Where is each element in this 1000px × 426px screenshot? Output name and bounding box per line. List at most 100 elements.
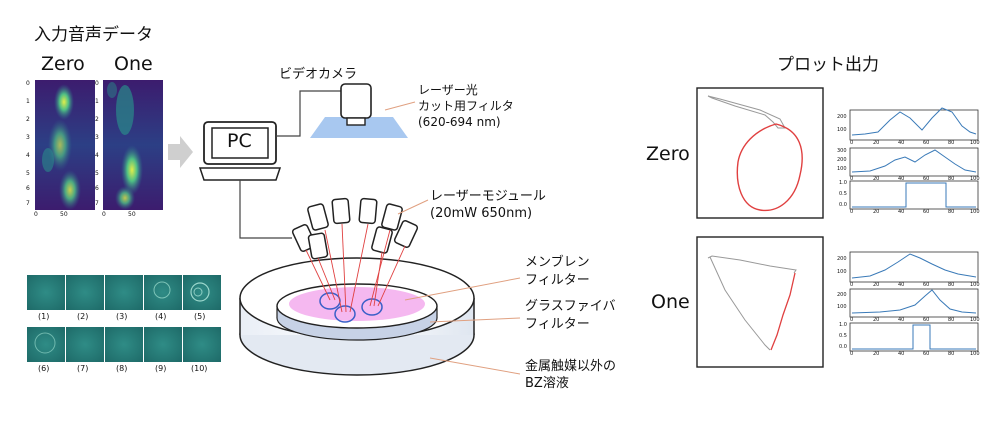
ytick: 200 [837, 157, 847, 163]
laser-beams [305, 223, 406, 313]
xtick: 100 [970, 140, 980, 146]
input-zero-label: Zero [41, 53, 85, 75]
xtick: 40 [898, 176, 905, 182]
input-title: 入力音声データ [34, 25, 153, 45]
xtick: 0 [850, 351, 854, 357]
ytick: 200 [837, 256, 847, 262]
pc-label: PC [227, 130, 252, 152]
well-label: (1) [38, 312, 50, 321]
glass-label-line1: グラスファイバ [525, 299, 616, 314]
xtick: 80 [948, 209, 955, 215]
xtick: 0 [850, 140, 854, 146]
glass-leader-line [429, 317, 521, 323]
one-chart-1 [849, 251, 979, 283]
xtick: 100 [970, 209, 980, 215]
ytick: 100 [837, 304, 847, 310]
xtick: 80 [948, 140, 955, 146]
xtick: 0 [850, 176, 854, 182]
pc-camera-cable [276, 90, 342, 137]
ytick: 5 [26, 170, 30, 177]
xtick: 40 [898, 282, 905, 288]
xtick: 100 [970, 282, 980, 288]
filter-leader-line [384, 101, 416, 111]
ytick: 1.0 [839, 180, 847, 186]
xtick: 60 [923, 282, 930, 288]
laser-modules [291, 197, 419, 260]
xtick: 80 [948, 317, 955, 323]
video-camera-icon [310, 83, 408, 138]
well-images-bottom [27, 327, 221, 362]
xtick: 20 [873, 282, 880, 288]
well-label: (7) [77, 364, 89, 373]
xtick: 50 [128, 211, 136, 218]
xtick: 20 [873, 176, 880, 182]
ytick: 0.5 [839, 333, 847, 339]
well-label: (5) [194, 312, 206, 321]
input-one-label: One [114, 53, 153, 75]
well-label: (3) [116, 312, 128, 321]
xtick: 0 [102, 211, 106, 218]
xtick: 80 [948, 176, 955, 182]
camera-label: ビデオカメラ [279, 67, 358, 82]
xtick: 60 [923, 176, 930, 182]
ytick: 7 [95, 200, 99, 207]
laser-label-line1: レーザーモジュール [430, 189, 546, 204]
ytick: 100 [837, 166, 847, 172]
ytick: 5 [95, 170, 99, 177]
well-label: (10) [191, 364, 208, 373]
one-chart-3 [849, 322, 979, 352]
laser-label-line2: (20mW 650nm) [430, 206, 533, 221]
xtick: 20 [873, 317, 880, 323]
xtick: 80 [948, 282, 955, 288]
xtick: 20 [873, 351, 880, 357]
bz-label-line2: BZ溶液 [525, 376, 569, 391]
pc-icon [198, 121, 282, 181]
ytick: 2 [95, 116, 99, 123]
one-chart-2 [849, 288, 979, 318]
ytick: 300 [837, 148, 847, 154]
xtick: 60 [923, 140, 930, 146]
ytick: 6 [26, 185, 30, 192]
xtick: 0 [850, 282, 854, 288]
membrane-label-line1: メンブレン [525, 255, 590, 270]
output-title: プロット出力 [777, 55, 879, 75]
xtick: 20 [873, 140, 880, 146]
ytick: 7 [26, 200, 30, 207]
glass-label-line2: フィルター [525, 317, 590, 332]
output-zero-label: Zero [646, 143, 690, 165]
ytick: 0.0 [839, 344, 847, 350]
ytick: 0 [26, 80, 30, 87]
ytick: 0 [95, 80, 99, 87]
ytick: 4 [95, 152, 99, 159]
membrane-leader-line [404, 277, 521, 301]
xtick: 80 [948, 351, 955, 357]
xtick: 50 [60, 211, 68, 218]
well-label: (6) [38, 364, 50, 373]
xtick: 60 [923, 317, 930, 323]
xtick: 60 [923, 351, 930, 357]
well-images-top [27, 275, 221, 310]
xtick: 100 [970, 176, 980, 182]
xtick: 60 [923, 209, 930, 215]
ytick: 1 [95, 98, 99, 105]
bz-label-line1: 金属触媒以外の [525, 359, 617, 374]
xtick: 40 [898, 317, 905, 323]
ytick: 0.0 [839, 202, 847, 208]
xtick: 20 [873, 209, 880, 215]
xtick: 0 [850, 317, 854, 323]
ytick: 100 [837, 269, 847, 275]
zero-chart-1 [849, 107, 979, 141]
xtick: 40 [898, 140, 905, 146]
ytick: 200 [837, 292, 847, 298]
zero-chart-3 [849, 180, 979, 210]
input-arrow [168, 136, 193, 168]
filter-label-line2: カット用フィルタ [418, 99, 514, 113]
ytick: 2 [26, 116, 30, 123]
ytick: 200 [837, 114, 847, 120]
zero-chart-2 [849, 147, 979, 177]
filter-label-line1: レーザー光 [418, 83, 478, 97]
ytick: 1.0 [839, 322, 847, 328]
xtick: 0 [34, 211, 38, 218]
ytick: 1 [26, 98, 30, 105]
